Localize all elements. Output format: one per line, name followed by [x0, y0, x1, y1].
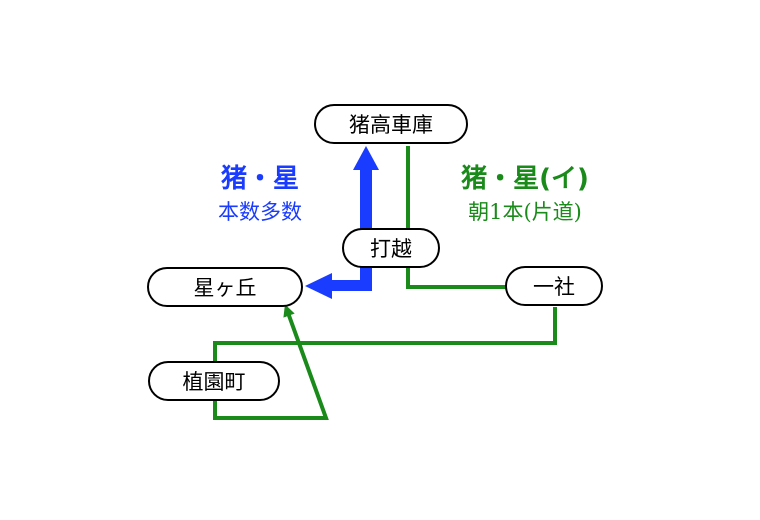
stop-uesonocho: 植園町 — [148, 361, 280, 401]
green-route-name: 猪・星(イ) — [461, 164, 589, 194]
blue-arrow-left — [305, 273, 332, 299]
green-route-line — [406, 146, 508, 289]
stop-label: 一社 — [533, 275, 575, 299]
blue-route-note: 本数多数 — [218, 200, 302, 224]
stop-label: 植園町 — [182, 370, 246, 394]
stop-label: 星ヶ丘 — [193, 276, 257, 300]
stop-uchikoshi: 打越 — [342, 228, 440, 268]
stop-label: 猪高車庫 — [349, 113, 433, 137]
green-route-note: 朝1本(片道) — [468, 200, 582, 224]
blue-route-line-2 — [330, 280, 372, 291]
blue-route-name: 猪・星 — [220, 164, 299, 194]
stop-label: 打越 — [370, 237, 412, 261]
blue-arrow-up — [353, 146, 379, 170]
stop-ino-garage: 猪高車庫 — [314, 104, 468, 144]
stop-issha: 一社 — [505, 266, 603, 306]
stop-hoshigaoka: 星ヶ丘 — [147, 267, 303, 307]
